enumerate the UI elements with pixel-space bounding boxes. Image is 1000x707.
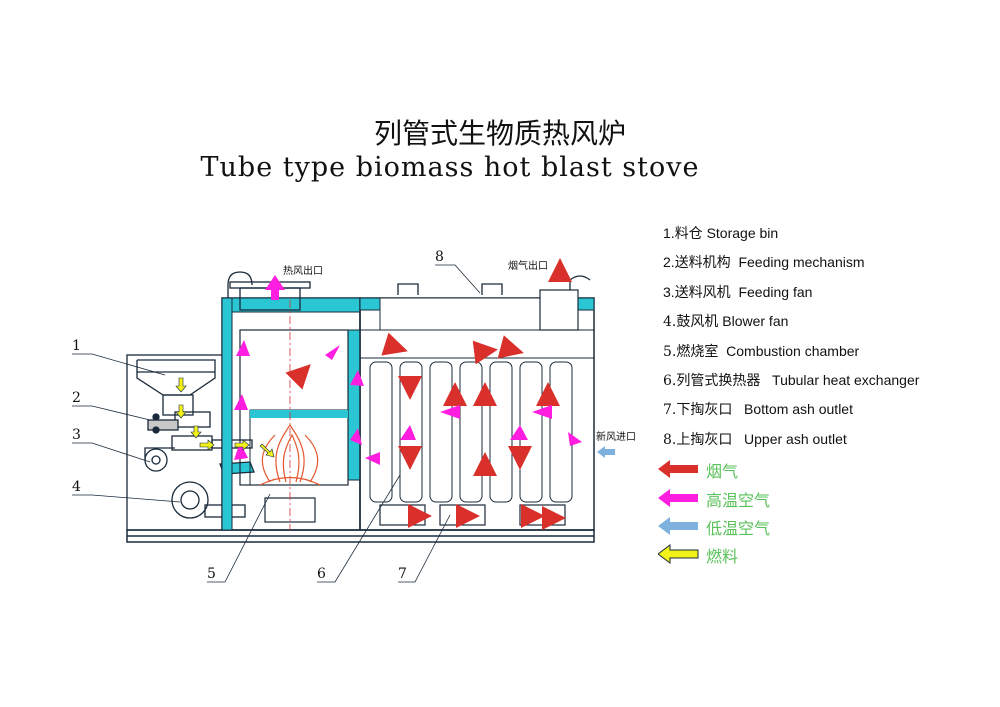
legend-cn-6: 列管式换热器 <box>676 372 761 388</box>
legend-item-1: 1.料仓 Storage bin <box>663 223 778 243</box>
title-english: Tube type biomass hot blast stove <box>200 152 700 183</box>
legend-num-3: 3. <box>663 284 675 300</box>
legend-en-1: Storage bin <box>706 225 779 241</box>
flue-gas-arrows <box>285 258 572 530</box>
legend-item-4: 4.鼓风机 Blower fan <box>663 311 788 331</box>
legend-en-7: Bottom ash outlet <box>744 401 853 417</box>
legend-cn-3: 送料风机 <box>674 284 731 300</box>
low-temp-air-key-arrow-icon <box>658 517 698 535</box>
fuel-key-arrow-icon <box>657 544 699 564</box>
callout-7: 7 <box>398 566 407 582</box>
flue-gas-key-arrow-icon <box>658 460 698 478</box>
legend-item-8: 8.上掏灰口 Upper ash outlet <box>663 429 847 449</box>
callout-4: 4 <box>72 479 81 495</box>
legend-item-3: 3.送料风机 Feeding fan <box>663 282 812 302</box>
legend-en-3: Feeding fan <box>738 284 813 300</box>
diagram-labels: 热风出口 烟气出口 新风进口 <box>283 259 636 443</box>
legend-num-5: 5. <box>663 344 677 360</box>
legend-item-7: 7.下掏灰口 Bottom ash outlet <box>663 399 853 419</box>
callout-1: 1 <box>72 338 81 354</box>
legend-en-4: Blower fan <box>722 313 789 329</box>
tubular-heat-exchanger <box>359 275 595 531</box>
callout-5: 5 <box>207 566 216 582</box>
flow-key-fuel: 燃料 <box>657 543 858 566</box>
callout-numbers: 1 2 3 4 5 6 7 8 <box>72 249 444 582</box>
callout-2: 2 <box>72 390 81 406</box>
flow-key-label-fuel: 燃料 <box>706 547 739 566</box>
combustion-chamber <box>221 297 361 531</box>
legend-cn-5: 燃烧室 <box>676 343 719 359</box>
title-chinese: 列管式生物质热风炉 <box>373 117 626 150</box>
flow-key-flue-gas: 烟气 <box>658 458 858 481</box>
feeding-fan <box>144 447 175 472</box>
legend-num-7: 7. <box>663 402 677 418</box>
legend-num-4: 4. <box>663 314 677 330</box>
hot-air-arrows <box>234 275 582 465</box>
flow-key-label-flue-gas: 烟气 <box>706 462 739 481</box>
legend-num-1: 1. <box>663 225 675 241</box>
legend-en-6: Tubular heat exchanger <box>772 372 920 388</box>
flame <box>259 423 321 486</box>
callout-3: 3 <box>72 427 81 443</box>
hot-air-key-arrow-icon <box>658 489 698 507</box>
legend-cn-1: 料仓 <box>674 225 703 241</box>
flow-key-label-low-temp-air: 低温空气 <box>706 519 771 538</box>
legend-cn-7: 下掏灰口 <box>676 401 733 417</box>
callout-8: 8 <box>435 249 444 265</box>
flow-key-low-temp-air: 低温空气 <box>658 515 858 538</box>
flue-gas-outlet-label: 烟气出口 <box>508 259 548 272</box>
legend-item-2: 2.送料机构 Feeding mechanism <box>663 252 865 272</box>
hot-air-outlet-label: 热风出口 <box>283 264 323 277</box>
legend-en-2: Feeding mechanism <box>738 254 865 270</box>
low-temp-air-arrow <box>597 446 615 458</box>
fuel-arrows <box>175 377 275 458</box>
blower-fan <box>171 481 246 519</box>
legend-en-5: Combustion chamber <box>726 343 860 359</box>
legend-cn-4: 鼓风机 <box>676 313 719 329</box>
callout-leaders <box>72 264 481 583</box>
flow-key-label-hot-air: 高温空气 <box>706 491 771 510</box>
legend-item-6: 6.列管式换热器 Tubular heat exchanger <box>663 370 919 390</box>
legend-cn-8: 上掏灰口 <box>676 431 733 447</box>
legend-item-5: 5.燃烧室 Combustion chamber <box>663 341 859 361</box>
legend-num-8: 8. <box>663 432 677 448</box>
callout-6: 6 <box>317 566 326 582</box>
legend-num-2: 2. <box>663 254 675 270</box>
legend-cn-2: 送料机构 <box>674 254 731 270</box>
legend-num-6: 6. <box>663 373 677 389</box>
flow-key-hot-air: 高温空气 <box>658 487 858 510</box>
legend-en-8: Upper ash outlet <box>744 431 847 447</box>
fresh-air-inlet-label: 新风进口 <box>596 430 636 443</box>
